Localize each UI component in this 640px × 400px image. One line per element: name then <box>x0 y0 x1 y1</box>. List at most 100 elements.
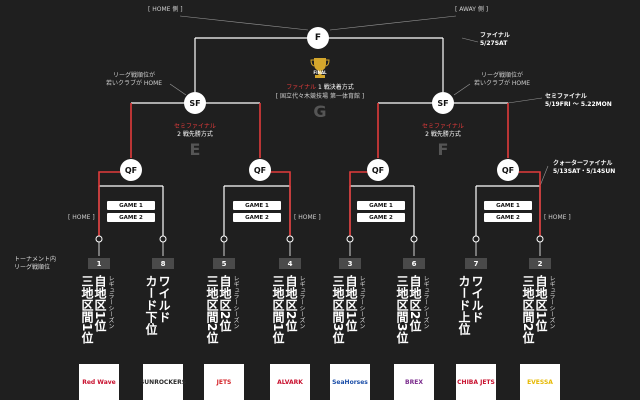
team-ranking-line: 三地区間3位 <box>395 275 409 344</box>
qf2-game2: GAME 2 <box>233 213 281 222</box>
final-venue: [ 国立代々木競技場 第一体育館 ] <box>275 93 365 100</box>
team-ranking-text-8: レギュラーシーズン自地区1位三地区間2位 <box>521 275 555 355</box>
qf3-game1: GAME 1 <box>357 201 405 210</box>
qf4-game1: GAME 1 <box>484 201 532 210</box>
seed-note-line1: トーナメント内 <box>14 256 57 263</box>
team-ranking-text-3: レギュラーシーズン自地区2位三地区間2位 <box>205 275 239 355</box>
sf-right-note-line1: リーグ戦順位が <box>480 72 523 79</box>
sf-side-note: セミファイナル 5/19FRI 〜 5.22MON <box>545 93 612 109</box>
team-logo-5[interactable]: SeaHorses <box>330 364 370 400</box>
callout-line <box>453 83 471 96</box>
seed-dot <box>472 235 480 243</box>
sf-left-note-line1: リーグ戦順位が <box>112 72 155 79</box>
team-ranking-line: 三地区間2位 <box>205 275 219 344</box>
qf2-game1: GAME 1 <box>233 201 281 210</box>
callout-line <box>461 37 479 43</box>
team-ranking-line: ワイルド <box>157 275 171 323</box>
team-ranking-text-5: レギュラーシーズン自地区1位三地区間3位 <box>331 275 365 355</box>
team-seed-4: 4 <box>279 258 301 269</box>
team-regular-season-label: レギュラーシーズン <box>422 275 429 329</box>
team-ranking-line: 自地区2位 <box>284 275 298 332</box>
team-logo-3[interactable]: JETS <box>204 364 244 400</box>
team-ranking-text-7: ワイルドカード上位 <box>457 275 484 355</box>
qf-home-tag-2: [ HOME ] <box>294 214 321 221</box>
team-seed-6: 6 <box>403 258 425 269</box>
seed-dot <box>536 235 544 243</box>
qf-node-1: QF <box>120 159 142 181</box>
team-ranking-text-4: レギュラーシーズン自地区2位三地区間1位 <box>271 275 305 355</box>
team-ranking-line: 三地区間2位 <box>521 275 535 344</box>
qf4-game2: GAME 2 <box>484 213 532 222</box>
team-ranking-line: ワイルド <box>470 275 484 323</box>
qf-node-3: QF <box>367 159 389 181</box>
seed-dot <box>220 235 228 243</box>
qf3-game2: GAME 2 <box>357 213 405 222</box>
qf-side-date: 5/13SAT・5/14SUN <box>553 168 616 176</box>
team-regular-season-label: レギュラーシーズン <box>232 275 239 329</box>
seed-dot <box>410 235 418 243</box>
team-seed-3: 5 <box>213 258 235 269</box>
qf-home-tag-1: [ HOME ] <box>68 214 95 221</box>
team-ranking-line: 自地区2位 <box>218 275 232 332</box>
team-ranking-line: 三地区間1位 <box>80 275 94 344</box>
final-letter: G <box>313 102 327 121</box>
seed-note-line2: リーグ戦順位 <box>14 263 51 271</box>
seed-note: トーナメント内 リーグ戦順位 <box>14 256 56 271</box>
team-logo-6[interactable]: BREX <box>394 364 434 400</box>
callout-line <box>329 15 457 31</box>
callout-line <box>169 83 187 96</box>
callout-line <box>539 165 549 187</box>
final-title-red: ファイナル <box>286 84 317 91</box>
sf-left-node: SF <box>184 92 206 114</box>
sf-right-node: SF <box>432 92 454 114</box>
qf-node-2: QF <box>249 159 271 181</box>
sf-left-note-line2: 若いクラブが HOME <box>105 79 163 87</box>
team-seed-7: 7 <box>465 258 487 269</box>
final-home-tag: [ HOME 側 ] <box>148 6 183 13</box>
seed-dot <box>286 235 294 243</box>
team-ranking-line: カード上位 <box>457 275 471 335</box>
sf-left-letter: E <box>189 140 201 159</box>
sf-side-date: 5/19FRI 〜 5.22MON <box>545 101 612 109</box>
team-logo-8[interactable]: EVESSA <box>520 364 560 400</box>
sf-left-title: セミファイナル 2 戦先勝方式 <box>174 123 216 138</box>
team-regular-season-label: レギュラーシーズン <box>358 275 365 329</box>
sf-right-note-line2: 若いクラブが HOME <box>473 79 531 87</box>
team-regular-season-label: レギュラーシーズン <box>548 275 555 329</box>
team-seed-5: 3 <box>339 258 361 269</box>
sf-left-title-white: 2 戦先勝方式 <box>177 130 213 138</box>
sf-side-label: セミファイナル <box>545 93 587 100</box>
team-ranking-line: カード下位 <box>144 275 158 335</box>
final-side-note: ファイナル 5/27SAT <box>480 32 510 48</box>
team-ranking-line: 三地区間3位 <box>331 275 345 344</box>
team-logo-4[interactable]: ALVARK <box>270 364 310 400</box>
trophy-icon <box>310 58 330 78</box>
final-title: ファイナル 1 戦決着方式 <box>286 84 354 92</box>
final-side-label: ファイナル <box>480 32 510 39</box>
team-ranking-text-1: レギュラーシーズン自地区1位三地区間1位 <box>80 275 114 355</box>
sf-right-title: セミファイナル 2 戦先勝方式 <box>422 123 464 138</box>
team-seed-2: 8 <box>152 258 174 269</box>
qf1-game1: GAME 1 <box>107 201 155 210</box>
qf-node-4: QF <box>497 159 519 181</box>
team-logo-1[interactable]: Red Wave <box>79 364 119 400</box>
qf1-game2: GAME 2 <box>107 213 155 222</box>
seed-dot <box>95 235 103 243</box>
team-ranking-line: 自地区2位 <box>408 275 422 332</box>
team-logo-7[interactable]: CHIBA JETS <box>456 364 496 400</box>
final-away-tag: [ AWAY 側 ] <box>455 6 489 13</box>
team-logo-2[interactable]: SUNROCKERS <box>140 364 186 400</box>
qf-home-tag-3: [ HOME ] <box>544 214 571 221</box>
team-regular-season-label: レギュラーシーズン <box>107 275 114 329</box>
trophy-label: FINAL <box>313 70 327 75</box>
team-ranking-line: 自地区1位 <box>93 275 107 332</box>
team-ranking-text-6: レギュラーシーズン自地区2位三地区間3位 <box>395 275 429 355</box>
final-side-date: 5/27SAT <box>480 40 508 48</box>
final-node: F <box>307 27 329 49</box>
sf-right-note: リーグ戦順位が 若いクラブが HOME <box>474 72 530 87</box>
team-regular-season-label: レギュラーシーズン <box>298 275 305 329</box>
team-seed-1: 1 <box>88 258 110 269</box>
sf-right-title-white: 2 戦先勝方式 <box>425 130 461 138</box>
team-ranking-text-2: ワイルドカード下位 <box>144 275 171 355</box>
sf-left-title-red: セミファイナル <box>174 123 216 130</box>
